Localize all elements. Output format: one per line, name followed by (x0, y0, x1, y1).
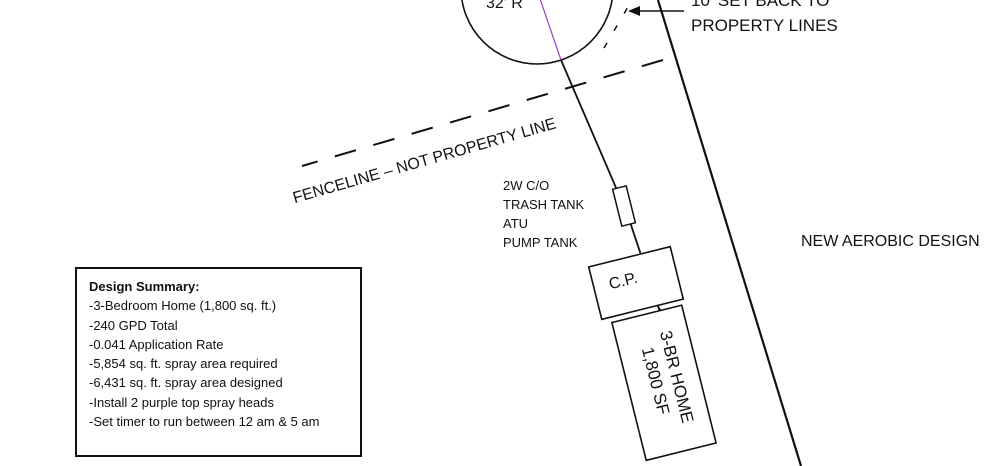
home-box (610, 304, 718, 462)
design-summary-title: Design Summary: (89, 279, 200, 294)
setback-label-line2: PROPERTY LINES (691, 16, 838, 35)
setback-label-line1: 10' SET BACK TO (691, 0, 830, 10)
design-summary-line: -0.041 Application Rate (89, 336, 224, 352)
design-summary-line: -5,854 sq. ft. spray area required (89, 356, 278, 372)
design-summary-line: -Set timer to run between 12 am & 5 am (89, 414, 320, 430)
spray-radius-line (539, 0, 562, 61)
tank-symbol (611, 184, 637, 228)
control-panel-box (587, 245, 685, 321)
design-summary-line: -3-Bedroom Home (1,800 sq. ft.) (89, 298, 277, 314)
component-label-atu: ATU (503, 216, 529, 231)
component-label-trash-tank: TRASH TANK (503, 197, 585, 212)
pipe-line-upper (560, 59, 618, 191)
setback-arrowhead (628, 6, 640, 16)
radius-label: 32' R (486, 0, 523, 12)
design-summary-line: -Install 2 purple top spray heads (89, 394, 274, 410)
design-summary-box: Design Summary: -3-Bedroom Home (1,800 s… (75, 267, 362, 457)
spray-area-circle (461, 0, 613, 65)
component-label-pump-tank: PUMP TANK (503, 235, 578, 250)
component-label-cleanout: 2W C/O (503, 178, 550, 193)
property-line (656, 0, 803, 466)
setback-dashed-line (603, 0, 633, 49)
design-summary-line: -6,431 sq. ft. spray area designed (89, 375, 283, 391)
design-summary-line: -240 GPD Total (89, 317, 178, 333)
new-design-label: NEW AEROBIC DESIGN (801, 233, 980, 250)
